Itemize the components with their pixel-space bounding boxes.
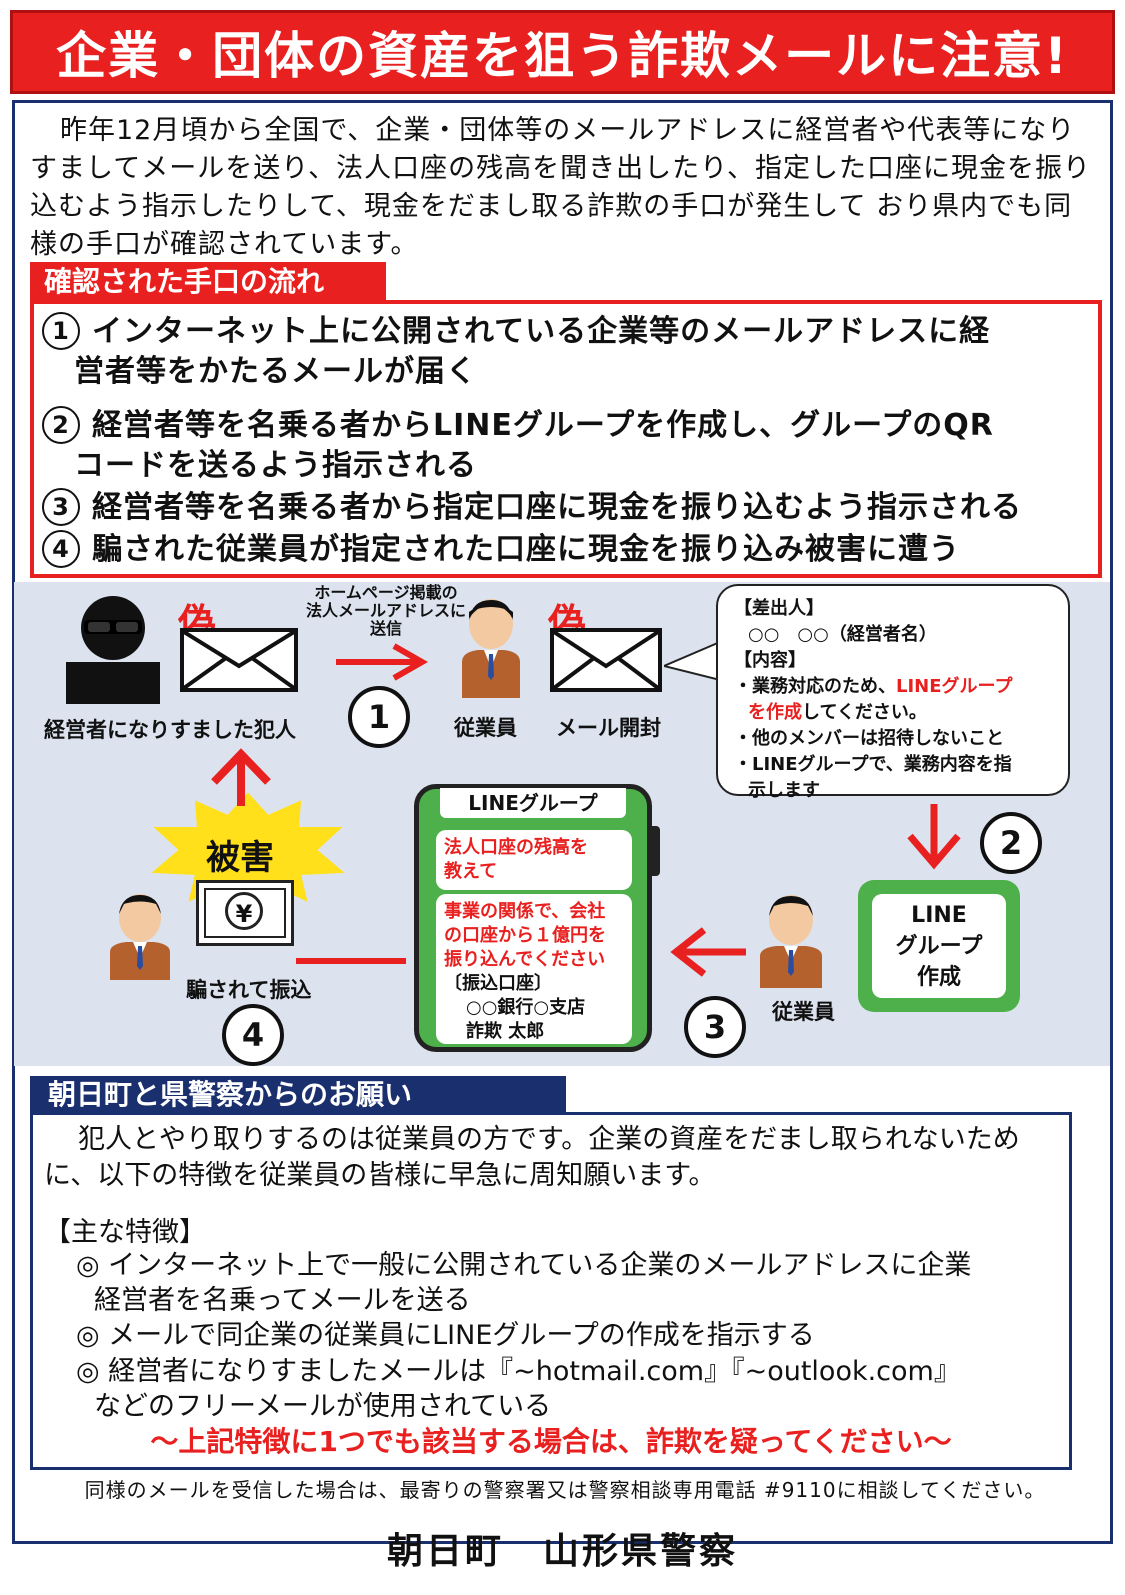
employee-figure-icon (462, 599, 520, 698)
transfer-line (296, 958, 406, 964)
send-caption-1: ホームページ掲載の (314, 583, 458, 602)
chat-message-1: 法人口座の残高を 教えて (436, 830, 632, 890)
employee-figure-icon (760, 895, 822, 988)
page-title-banner: 企業・団体の資産を狙う詐欺メールに注意! (10, 10, 1115, 94)
footer-note: 同様のメールを受信した場合は、最寄りの警察署又は警察相談専用電話 #9110に相… (84, 1478, 1046, 1502)
diagram-step-2: 2 (980, 812, 1042, 874)
content-item-3: ・LINEグループで、業務内容を指 (734, 754, 1012, 775)
feature-1: ◎ インターネット上で一般に公開されている企業のメールアドレスに企業 経営者を名… (76, 1248, 971, 1318)
send-caption-3: 送信 (369, 619, 402, 638)
send-caption-2: 法人メールアドレスに (305, 601, 466, 620)
line-create-line3: 作成 (916, 965, 961, 990)
content-heading: 【内容】 (734, 650, 806, 671)
bubble-tail (664, 640, 724, 682)
step-text: 経営者等を名乗る者から指定口座に現金を振り込むよう指示される (92, 490, 1022, 525)
request-text: 犯人とやり取りするのは従業員の方です。企業の資産をだまし取られないために、以下の… (44, 1124, 1020, 1191)
organization-names: 朝日町 山形県警察 (386, 1531, 738, 1572)
fake-mail-icon (180, 628, 298, 692)
feature-text: ◎ メールで同企業の従業員にLINEグループの作成を指示する (76, 1320, 815, 1351)
arrow-up-icon (211, 748, 271, 806)
arrow-down-icon (907, 804, 961, 870)
content-item-1-cont: を作成してください。 (748, 702, 927, 723)
sender-heading: 【差出人】 (734, 598, 824, 619)
step-text: 騙された従業員が指定された口座に現金を振り込み被害に遭う (92, 532, 960, 567)
feature-text: ◎ インターネット上で一般に公開されている企業のメールアドレスに企業 (76, 1250, 972, 1281)
page-title: 企業・団体の資産を狙う詐欺メールに注意! (56, 27, 1069, 85)
warning-text: ～上記特徴に1つでも該当する場合は、詐欺を疑ってください～ (150, 1425, 952, 1458)
line-create-line2: グループ (895, 934, 983, 959)
opened-mail-icon (550, 628, 662, 692)
flow-step-3: 3 経営者等を名乗る者から指定口座に現金を振り込むよう指示される (42, 488, 1022, 528)
criminal-label: 経営者になりすました犯人 (44, 718, 296, 742)
diagram-step-3: 3 (684, 996, 746, 1058)
step-text: インターネット上に公開されている企業等のメールアドレスに経 (92, 314, 991, 349)
criminal-figure-icon (66, 596, 160, 704)
step-number: 1 (42, 312, 80, 350)
line-create-line1: LINE (911, 903, 967, 928)
step-text-cont: 営者等をかたるメールが届く (74, 354, 477, 389)
mail-content-bubble: 【差出人】 ○○ ○○（経営者名） 【内容】 ・業務対応のため、LINEグループ… (716, 584, 1070, 801)
employee-figure-icon (110, 894, 170, 980)
chat-message-2: 事業の関係で、会社 の口座から１億円を 振り込んでください 〔振込口座〕 ○○銀… (436, 894, 632, 1044)
arrow-left-icon (670, 927, 746, 977)
feature-text-cont: などのフリーメールが使用されている (94, 1391, 552, 1422)
content-item-1: ・業務対応のため、LINEグループ (734, 676, 1013, 697)
damage-label: 被害 (206, 838, 274, 878)
feature-text-cont: 経営者を名乗ってメールを送る (94, 1285, 471, 1316)
feature-3: ◎ 経営者になりすましたメールは『~hotmail.com』『~outlook.… (76, 1354, 961, 1424)
step-number: 3 (42, 488, 80, 526)
features-heading: 【主な特徴】 (44, 1217, 206, 1248)
step-text: 経営者等を名乗る者からLINEグループを作成し、グループのQR (92, 408, 994, 443)
deceived-label: 騙されて振込 (186, 978, 312, 1002)
step-number: 4 (42, 530, 80, 568)
sender-name: ○○ ○○（経営者名） (748, 624, 937, 645)
flow-step-1: 1 インターネット上に公開されている企業等のメールアドレスに経 営者等をかたるメー… (42, 312, 990, 392)
line-group-label: LINEグループ (440, 788, 626, 818)
step-text-cont: コードを送るよう指示される (74, 448, 477, 483)
diagram-step-4: 4 (222, 1004, 284, 1066)
arrow-right-icon (336, 643, 429, 681)
feature-2: ◎ メールで同企業の従業員にLINEグループの作成を指示する (76, 1318, 815, 1353)
flow-heading: 確認された手口の流れ (30, 262, 386, 302)
line-group-create-text: LINE グループ 作成 (872, 894, 1006, 998)
flow-steps-box: 1 インターネット上に公開されている企業等のメールアドレスに経 営者等をかたるメー… (30, 300, 1102, 578)
flow-step-2: 2 経営者等を名乗る者からLINEグループを作成し、グループのQR コードを送るよ… (42, 406, 994, 486)
flow-step-4: 4 騙された従業員が指定された口座に現金を振り込み被害に遭う (42, 530, 960, 570)
employee-label: 従業員 (454, 716, 517, 740)
request-box (30, 1112, 1072, 1470)
step-number: 2 (42, 406, 80, 444)
yen-bill-inner (204, 888, 286, 938)
feature-text: ◎ 経営者になりすましたメールは『~hotmail.com』『~outlook.… (76, 1356, 961, 1387)
phone-side-button (652, 826, 660, 876)
intro-paragraph: 昨年12月頃から全国で、企業・団体等のメールアドレスに経営者や代表等になりすまし… (30, 115, 1092, 260)
content-item-2: ・他のメンバーは招待しないこと (734, 728, 1004, 749)
request-heading: 朝日町と県警察からのお願い (30, 1076, 566, 1114)
content-item-3-cont: 示します (748, 780, 820, 801)
employee-label-2: 従業員 (772, 1000, 835, 1024)
content-frame (12, 100, 1113, 1544)
diagram-step-1: 1 (348, 686, 410, 748)
yen-icon: ¥ (225, 892, 263, 930)
mail-open-label: メール開封 (556, 716, 661, 740)
